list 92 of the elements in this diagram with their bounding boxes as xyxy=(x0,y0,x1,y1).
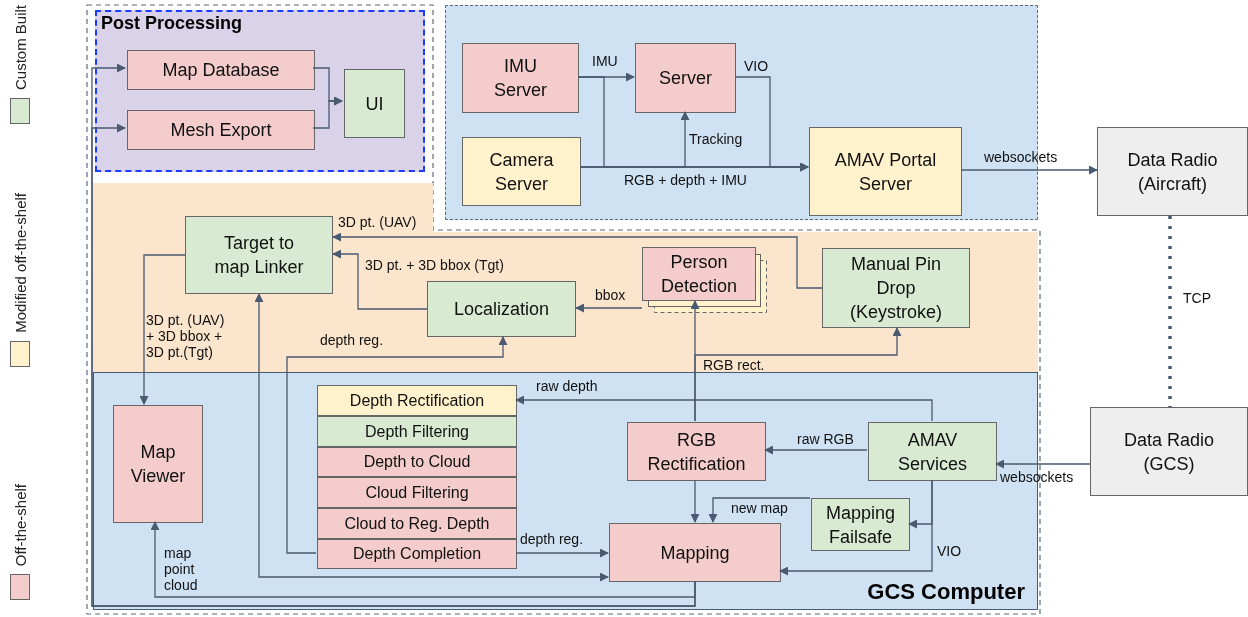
process-box xyxy=(822,248,970,328)
edge-label: VIO xyxy=(937,543,962,559)
process-box xyxy=(642,247,756,301)
box-label: Data Radio (Aircraft) xyxy=(1126,148,1219,196)
process-box xyxy=(317,385,517,416)
box-label: Depth Rectification xyxy=(349,390,485,411)
box-label: Map Database xyxy=(161,59,281,82)
box-label: Cloud to Reg. Depth xyxy=(344,513,490,534)
dotted-link xyxy=(1168,216,1172,407)
edge-label: raw RGB xyxy=(797,431,854,447)
process-box xyxy=(635,43,736,113)
box-label: UI xyxy=(364,92,385,116)
arrow xyxy=(515,548,609,558)
arrow xyxy=(332,232,823,289)
process-box xyxy=(317,539,517,569)
box-label: IMU Server xyxy=(493,55,548,102)
edge-label: 3D pt. (UAV) xyxy=(338,214,417,230)
process-box xyxy=(317,477,517,508)
arrow xyxy=(764,445,868,455)
edge-label: IMU xyxy=(592,53,618,69)
box-label: Post Processing xyxy=(101,12,243,35)
edge-label: map point cloud xyxy=(164,545,199,593)
process-box xyxy=(185,216,333,294)
edge-label: VIO xyxy=(744,58,769,74)
box-label: Manual Pin Drop (Keystroke) xyxy=(849,253,943,324)
arrow xyxy=(734,76,809,172)
box-label: Server xyxy=(658,67,713,90)
edge-label: depth reg. xyxy=(320,332,384,348)
arrow xyxy=(694,327,902,422)
box-label: Depth Filtering xyxy=(364,421,469,442)
process-box xyxy=(811,498,910,551)
box-label: Map Viewer xyxy=(129,441,187,488)
arrow xyxy=(708,497,811,523)
process-box xyxy=(317,416,517,447)
edge-label: 3D pt. + 3D bbox (Tgt) xyxy=(365,257,504,273)
edge-label: bbox xyxy=(595,287,626,303)
device-box xyxy=(1097,127,1248,216)
panel xyxy=(95,10,425,172)
process-box xyxy=(868,422,997,481)
process-box xyxy=(427,281,576,337)
process-box xyxy=(317,508,517,539)
process-box xyxy=(462,43,579,113)
arrow xyxy=(515,395,933,422)
arrow xyxy=(575,303,643,313)
process-box xyxy=(627,422,766,481)
arrow xyxy=(312,96,343,129)
process-box xyxy=(344,69,405,138)
arrow xyxy=(960,165,1098,175)
arrow xyxy=(254,293,609,582)
edge-label: raw depth xyxy=(536,378,598,394)
process-box xyxy=(317,447,517,477)
edge-label: RGB + depth + IMU xyxy=(624,172,747,188)
box-label: RGB Rectification xyxy=(646,428,747,476)
box-label: AMAV Services xyxy=(897,428,968,476)
process-box xyxy=(609,523,781,582)
arrow xyxy=(150,521,696,598)
edge-label: websockets xyxy=(984,149,1058,165)
box-label: AMAV Portal Server xyxy=(833,148,938,196)
arrow xyxy=(690,479,700,523)
device-box xyxy=(1090,407,1248,496)
arrow xyxy=(579,111,690,168)
legend-label: Custom Built xyxy=(12,5,28,91)
box-label: Depth Completion xyxy=(352,544,482,564)
box-label: Person Detection xyxy=(659,251,738,298)
arrow xyxy=(779,479,933,576)
process-box xyxy=(809,127,962,216)
box-label: Data Radio (GCS) xyxy=(1122,428,1216,476)
box-label: Localization xyxy=(452,298,551,321)
arrow xyxy=(286,336,508,554)
process-box xyxy=(127,50,315,90)
box-label: Cloud Filtering xyxy=(365,482,469,503)
box-label: GCS Computer xyxy=(867,577,1025,605)
box-label: Camera Server xyxy=(488,148,555,196)
box-label: Mapping xyxy=(659,541,731,565)
edge-label: depth reg. xyxy=(520,531,584,547)
edge-label: TCP xyxy=(1183,290,1211,306)
arrow xyxy=(139,254,186,405)
box-label: Target to map Linker xyxy=(213,232,305,279)
arrow xyxy=(995,459,1091,469)
arrow xyxy=(332,249,428,310)
process-box xyxy=(113,405,203,523)
process-box xyxy=(462,137,581,206)
edge-label: Tracking xyxy=(689,131,743,147)
edge-label: new map xyxy=(731,500,788,516)
box-label: Mesh Export xyxy=(169,119,273,142)
edge-label: 3D pt. (UAV) + 3D bbox + 3D pt.(Tgt) xyxy=(146,312,226,360)
box-label: Depth to Cloud xyxy=(363,452,471,472)
edge-label: RGB rect. xyxy=(703,357,765,373)
box-label: Mapping Failsafe xyxy=(824,501,896,549)
legend-label: Modified off-the-shelf xyxy=(12,193,28,333)
legend-label: Off-the-shelf xyxy=(12,484,28,567)
process-box xyxy=(127,110,315,150)
